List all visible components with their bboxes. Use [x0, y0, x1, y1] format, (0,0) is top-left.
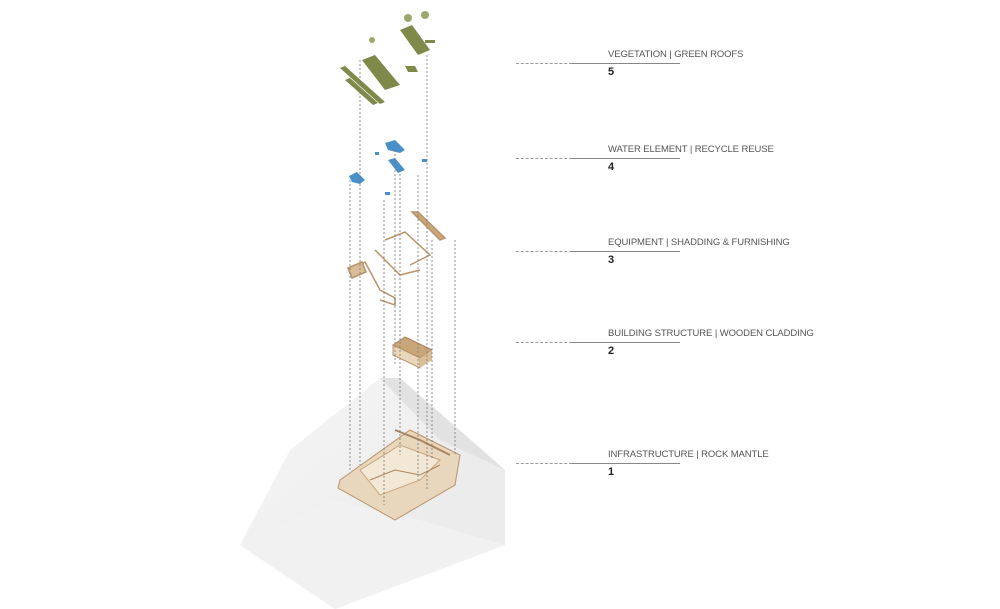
building-structure — [391, 336, 434, 369]
leader-dashed-line — [516, 158, 572, 159]
leader-line — [572, 158, 680, 159]
leader-line — [572, 251, 680, 252]
layer-number: 1 — [608, 466, 615, 478]
layer-number: 2 — [608, 345, 615, 357]
leader-line — [572, 63, 680, 64]
layer-number: 3 — [608, 254, 615, 266]
leader-line — [572, 342, 680, 343]
equipment-layer — [347, 211, 447, 307]
layer-title: BUILDING STRUCTURE | WOODEN CLADDING — [608, 328, 814, 339]
leader-dashed-line — [516, 251, 572, 252]
leader-dashed-line — [516, 463, 572, 464]
layer-title: EQUIPMENT | SHADDING & FURNISHING — [608, 237, 790, 248]
leader-dashed-line — [516, 63, 572, 64]
leader-line — [572, 463, 680, 464]
layer-title: WATER ELEMENT | RECYCLE REUSE — [608, 144, 774, 155]
infrastructure-model — [337, 429, 461, 521]
layer-title: INFRASTRUCTURE | ROCK MANTLE — [608, 449, 769, 460]
layer-number: 4 — [608, 161, 615, 173]
leader-dashed-line — [516, 342, 572, 343]
vegetation-layer — [340, 11, 435, 105]
layer-title: VEGETATION | GREEN ROOFS — [608, 49, 744, 60]
projection-lines — [349, 55, 456, 505]
water-elements — [349, 140, 427, 195]
layer-number: 5 — [608, 66, 615, 78]
